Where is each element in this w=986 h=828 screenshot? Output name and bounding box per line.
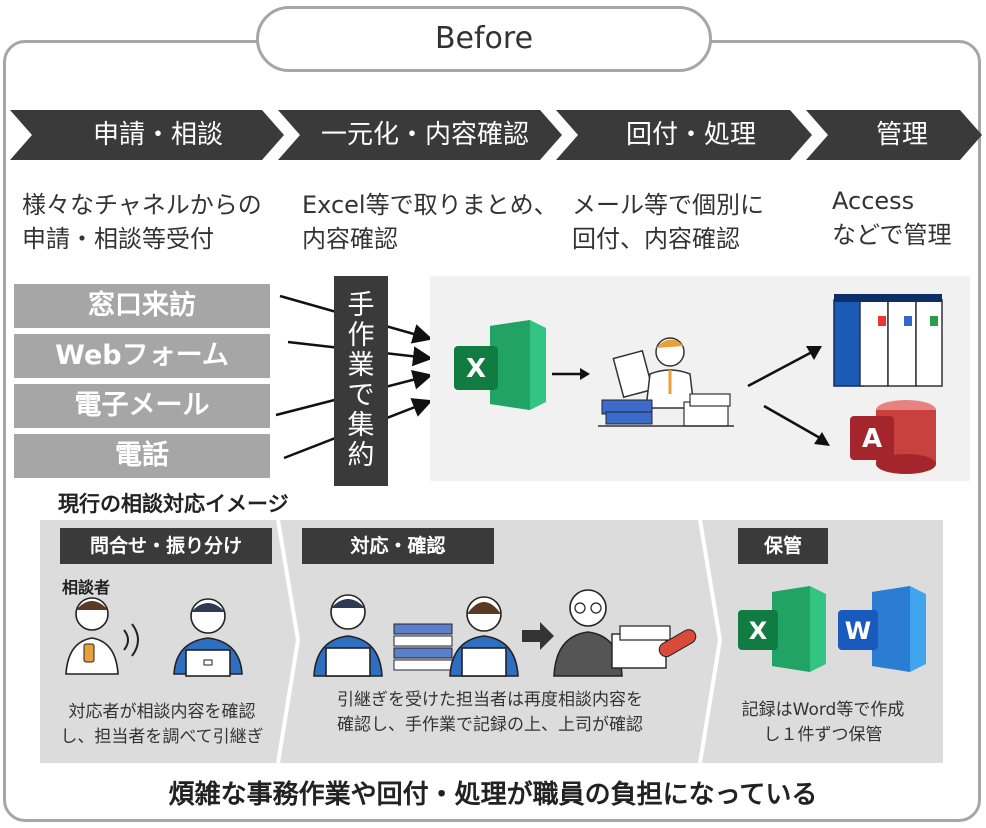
step-desc-1: 様々なチャネルからの 申請・相談等受付 bbox=[22, 191, 262, 253]
chevron-step-3 bbox=[556, 110, 812, 160]
step-label-4: 管理 bbox=[875, 120, 928, 150]
stage-caption-2: 引継ぎを受けた担当者は再度相談内容を 確認し、手作業で記録の上、上司が確認 bbox=[337, 690, 643, 735]
staff-person-2 bbox=[449, 596, 519, 677]
channel-phone: 電話 bbox=[14, 434, 270, 478]
title-tab bbox=[256, 6, 712, 72]
channel-webform: Webフォーム bbox=[14, 334, 270, 378]
paper-pile bbox=[611, 625, 697, 669]
staff-person-1 bbox=[313, 594, 383, 677]
excel-letter-small: X bbox=[749, 617, 768, 645]
access-letter: A bbox=[862, 424, 882, 454]
step-desc-2: Excel等で取りまとめ、 内容確認 bbox=[302, 191, 558, 253]
overwhelmed-worker-illustration bbox=[598, 337, 734, 427]
stage-caption-3: 記録はWord等で作成 し１件ずつ保管 bbox=[741, 700, 905, 745]
binders-icon bbox=[833, 294, 943, 387]
arrow-to-binders bbox=[747, 350, 813, 388]
manual-char: 約 bbox=[347, 440, 375, 471]
consultant-label: 相談者 bbox=[62, 578, 111, 597]
staff-person-phone bbox=[173, 598, 243, 677]
supervisor-person bbox=[553, 589, 623, 677]
step-label-2: 一元化・内容確認 bbox=[320, 120, 529, 150]
section-title: 現行の相談対応イメージ bbox=[58, 492, 289, 516]
chevron-step-1 bbox=[10, 110, 284, 160]
excel-icon-small: X bbox=[738, 586, 826, 672]
stage-dividers bbox=[276, 520, 723, 763]
conclusion-text: 煩雑な事務作業や回付・処理が職員の負担になっている bbox=[168, 780, 818, 810]
manual-char: で bbox=[347, 380, 375, 411]
arrow-to-access bbox=[763, 404, 821, 440]
step-desc-4: Access などで管理 bbox=[832, 187, 952, 249]
handoff-arrow-icon bbox=[522, 622, 554, 650]
chevron-step-4 bbox=[806, 110, 982, 160]
manual-char: 業 bbox=[347, 350, 375, 381]
arrow-to-worker bbox=[552, 368, 590, 380]
channel-visit: 窓口来訪 bbox=[14, 284, 270, 328]
stage-caption-1: 対応者が相談内容を確認 し、担当者を調べて引継ぎ bbox=[60, 702, 264, 747]
stage-badge-3: 保管 bbox=[738, 528, 828, 564]
document-stack bbox=[393, 623, 453, 671]
manual-char: 集 bbox=[347, 410, 375, 441]
word-icon: W bbox=[838, 586, 926, 672]
stage-badge-1: 問合せ・振り分け bbox=[60, 528, 272, 564]
chevron-step-2 bbox=[278, 110, 562, 160]
manual-char: 作 bbox=[347, 320, 375, 351]
manual-char: 手 bbox=[347, 290, 375, 321]
step-label-3: 回付・処理 bbox=[625, 120, 756, 150]
consultant-person bbox=[65, 597, 119, 675]
excel-letter: X bbox=[466, 354, 486, 384]
channel-email: 電子メール bbox=[14, 384, 270, 428]
access-icon: A bbox=[850, 400, 936, 474]
arrows-to-storage bbox=[747, 346, 830, 446]
word-letter: W bbox=[845, 617, 871, 645]
manual-aggregation-box: 手 作 業 で 集 約 bbox=[334, 276, 388, 486]
stage1-illustration bbox=[65, 597, 243, 677]
step-desc-3: メール等で個別に 回付、内容確認 bbox=[572, 191, 764, 253]
excel-icon: X bbox=[454, 320, 546, 410]
step-label-1: 申請・相談 bbox=[92, 120, 223, 150]
stage2-illustration bbox=[313, 589, 697, 677]
page-title: Before bbox=[434, 21, 534, 56]
stage-badge-2: 対応・確認 bbox=[302, 528, 494, 564]
process-chevrons bbox=[10, 110, 982, 160]
